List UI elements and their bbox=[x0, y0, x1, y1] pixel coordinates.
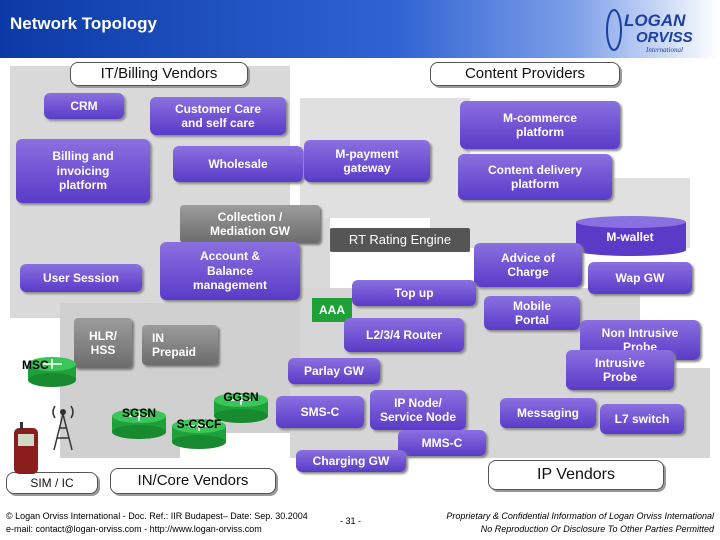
title-bar: Network Topology LOGAN ORVISS Internatio… bbox=[0, 0, 720, 58]
hlr-hss-node: HLR/ HSS bbox=[74, 318, 132, 368]
ggsn-router-icon bbox=[214, 393, 268, 423]
wholesale-node: Wholesale bbox=[173, 146, 303, 182]
sgsn-label: SGSN bbox=[121, 406, 156, 420]
msc-label: MSC bbox=[22, 358, 49, 372]
parlay-gw-node: Parlay GW bbox=[288, 358, 380, 384]
msc-router-icon bbox=[28, 357, 76, 387]
ip-vendors-title: IP Vendors bbox=[488, 460, 664, 490]
it-billing-vendors-title: IT/Billing Vendors bbox=[70, 62, 248, 86]
billing-node: Billing and invoicing platform bbox=[16, 139, 150, 203]
content-delivery-node: Content delivery platform bbox=[458, 154, 612, 200]
svg-text:LOGAN: LOGAN bbox=[624, 11, 686, 30]
rt-rating-engine-node: RT Rating Engine bbox=[330, 228, 470, 252]
intrusive-probe-node: Intrusive Probe bbox=[566, 350, 674, 390]
logan-orviss-logo: LOGAN ORVISS International bbox=[606, 9, 693, 54]
footer-copyright-line1: © Logan Orviss International - Doc. Ref.… bbox=[6, 511, 308, 521]
messaging-node: Messaging bbox=[500, 398, 596, 428]
customer-care-node: Customer Care and self care bbox=[150, 97, 286, 135]
footer-copyright-line2: e-mail: contact@logan-orviss.com - http:… bbox=[6, 524, 262, 535]
advice-of-charge-node: Advice of Charge bbox=[474, 243, 582, 287]
l234-router-node: L2/3/4 Router bbox=[344, 318, 464, 352]
content-providers-title: Content Providers bbox=[430, 62, 620, 86]
s-cscf-label: S-CSCF bbox=[176, 417, 222, 431]
top-up-node: Top up bbox=[352, 280, 476, 306]
page-title: Network Topology bbox=[10, 14, 158, 33]
account-balance-node: Account & Balance management bbox=[160, 242, 300, 300]
footer-confidential-line2: No Reproduction Or Disclosure To Other P… bbox=[480, 524, 714, 535]
mobile-portal-node: Mobile Portal bbox=[484, 296, 580, 330]
footer-copyright: © Logan Orviss International - Doc. Ref.… bbox=[6, 510, 308, 536]
l7-switch-node: L7 switch bbox=[600, 404, 684, 434]
in-core-vendors-title: IN/Core Vendors bbox=[110, 468, 276, 494]
sms-c-node: SMS-C bbox=[276, 396, 364, 428]
m-wallet-cylinder-icon bbox=[576, 216, 686, 256]
m-wallet-label: M-wallet bbox=[606, 230, 654, 244]
sgsn-router-icon bbox=[112, 409, 166, 439]
sim-ic-title: SIM / IC bbox=[6, 472, 98, 494]
wap-gw-node: Wap GW bbox=[588, 262, 692, 294]
m-payment-gateway-node: M-payment gateway bbox=[304, 140, 430, 182]
svg-text:ORVISS: ORVISS bbox=[636, 29, 693, 46]
ggsn-label: GGSN bbox=[223, 390, 259, 404]
m-commerce-node: M-commerce platform bbox=[460, 101, 620, 149]
s-cscf-router-icon bbox=[172, 419, 226, 449]
svg-text:International: International bbox=[645, 46, 683, 54]
mobile-phone-icon bbox=[14, 422, 38, 474]
footer-page-number: - 31 - bbox=[340, 516, 362, 526]
crm-node: CRM bbox=[44, 93, 124, 119]
charging-gw-node: Charging GW bbox=[296, 450, 406, 472]
antenna-tower-icon bbox=[52, 405, 74, 451]
collection-mediation-node: Collection / Mediation GW bbox=[180, 205, 320, 243]
user-session-node: User Session bbox=[20, 264, 142, 292]
aaa-node: AAA bbox=[312, 298, 352, 322]
footer-confidential: Proprietary & Confidential Information o… bbox=[446, 510, 714, 536]
mms-c-node: MMS-C bbox=[398, 430, 486, 456]
ip-node-node: IP Node/ Service Node bbox=[370, 390, 466, 430]
footer-confidential-line1: Proprietary & Confidential Information o… bbox=[446, 511, 714, 521]
in-prepaid-node: IN Prepaid bbox=[142, 325, 218, 365]
